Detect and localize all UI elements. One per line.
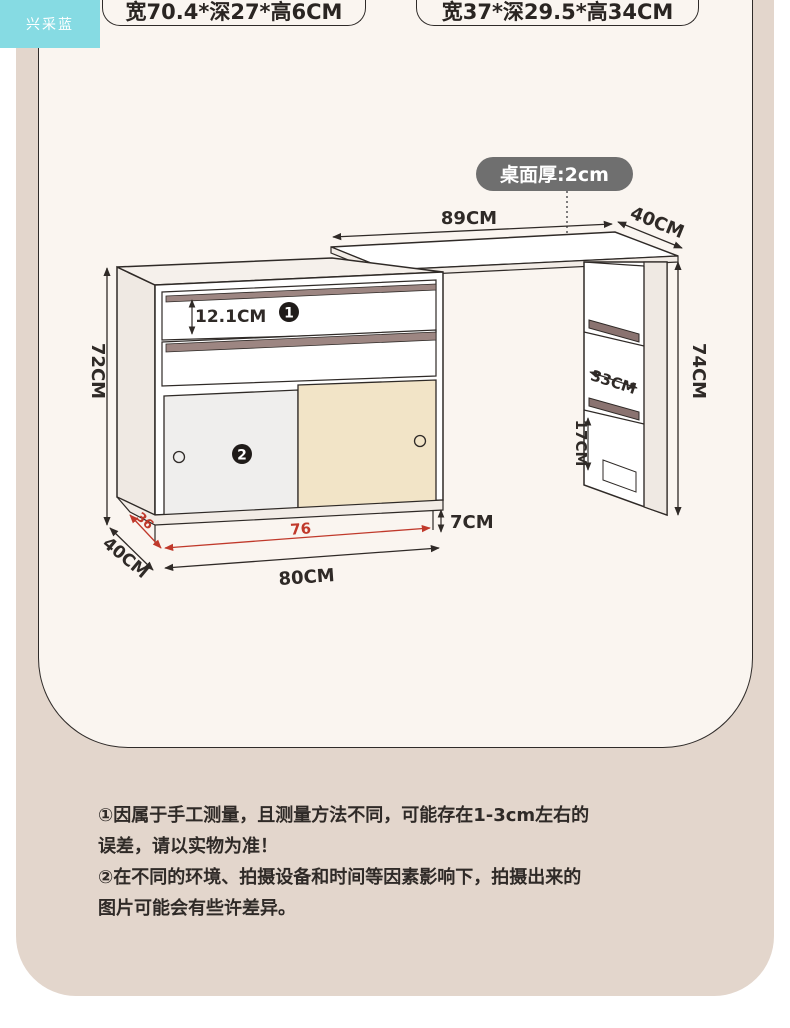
dim-top-depth: 40CM <box>627 203 687 244</box>
dim-desk-height: 74CM <box>688 343 709 399</box>
dim-base-width: 80CM <box>278 565 335 590</box>
note-line-4: 图片可能会有些许差异。 <box>98 898 296 919</box>
dim-line-base-width <box>164 544 440 572</box>
note-line-2: 误差，请以实物为准！ <box>98 836 278 857</box>
dim-inner-width: 76 <box>290 519 312 538</box>
dim-cabinet-height: 72CM <box>87 343 108 399</box>
thickness-badge: 桌面厚:2cm <box>476 157 633 191</box>
dim-line-inner-width <box>164 524 431 552</box>
disclaimer-notes: ①因属于手工测量，且测量方法不同，可能存在1-3cm左右的 误差，请以实物为准！… <box>98 800 718 924</box>
dim-shelf-height: 17CM <box>572 420 590 467</box>
marker-one: 1 <box>279 302 299 322</box>
dim-drawer-height: 12.1CM <box>195 307 266 327</box>
dim-line-inner-depth <box>129 514 162 549</box>
svg-text:1: 1 <box>284 306 294 322</box>
note-line-1: ①因属于手工测量，且测量方法不同，可能存在1-3cm左右的 <box>98 805 590 826</box>
svg-text:2: 2 <box>237 448 247 464</box>
spec-label-left: 宽70.4*深27*高6CM <box>102 0 366 26</box>
furniture-diagram: 桌面厚:2cm 1 <box>87 157 709 590</box>
note-line-3: ②在不同的环境、拍摄设备和时间等因素影响下，拍摄出来的 <box>98 867 582 888</box>
dim-line-base-depth <box>109 527 154 571</box>
cabinet <box>116 257 444 545</box>
dim-line-top-depth <box>617 221 683 249</box>
spec-label-right: 宽37*深29.5*高34CM <box>416 0 699 26</box>
dim-line-top-width <box>332 220 613 241</box>
watermark-logo: 兴采蓝 <box>0 0 100 48</box>
marker-two: 2 <box>232 444 252 464</box>
dim-line-shelf-depth <box>589 371 638 389</box>
dim-top-width: 89CM <box>441 208 497 229</box>
dim-base-depth: 40CM <box>98 533 152 582</box>
dim-base-height: 7CM <box>450 512 494 533</box>
thickness-text: 桌面厚:2cm <box>500 163 609 186</box>
